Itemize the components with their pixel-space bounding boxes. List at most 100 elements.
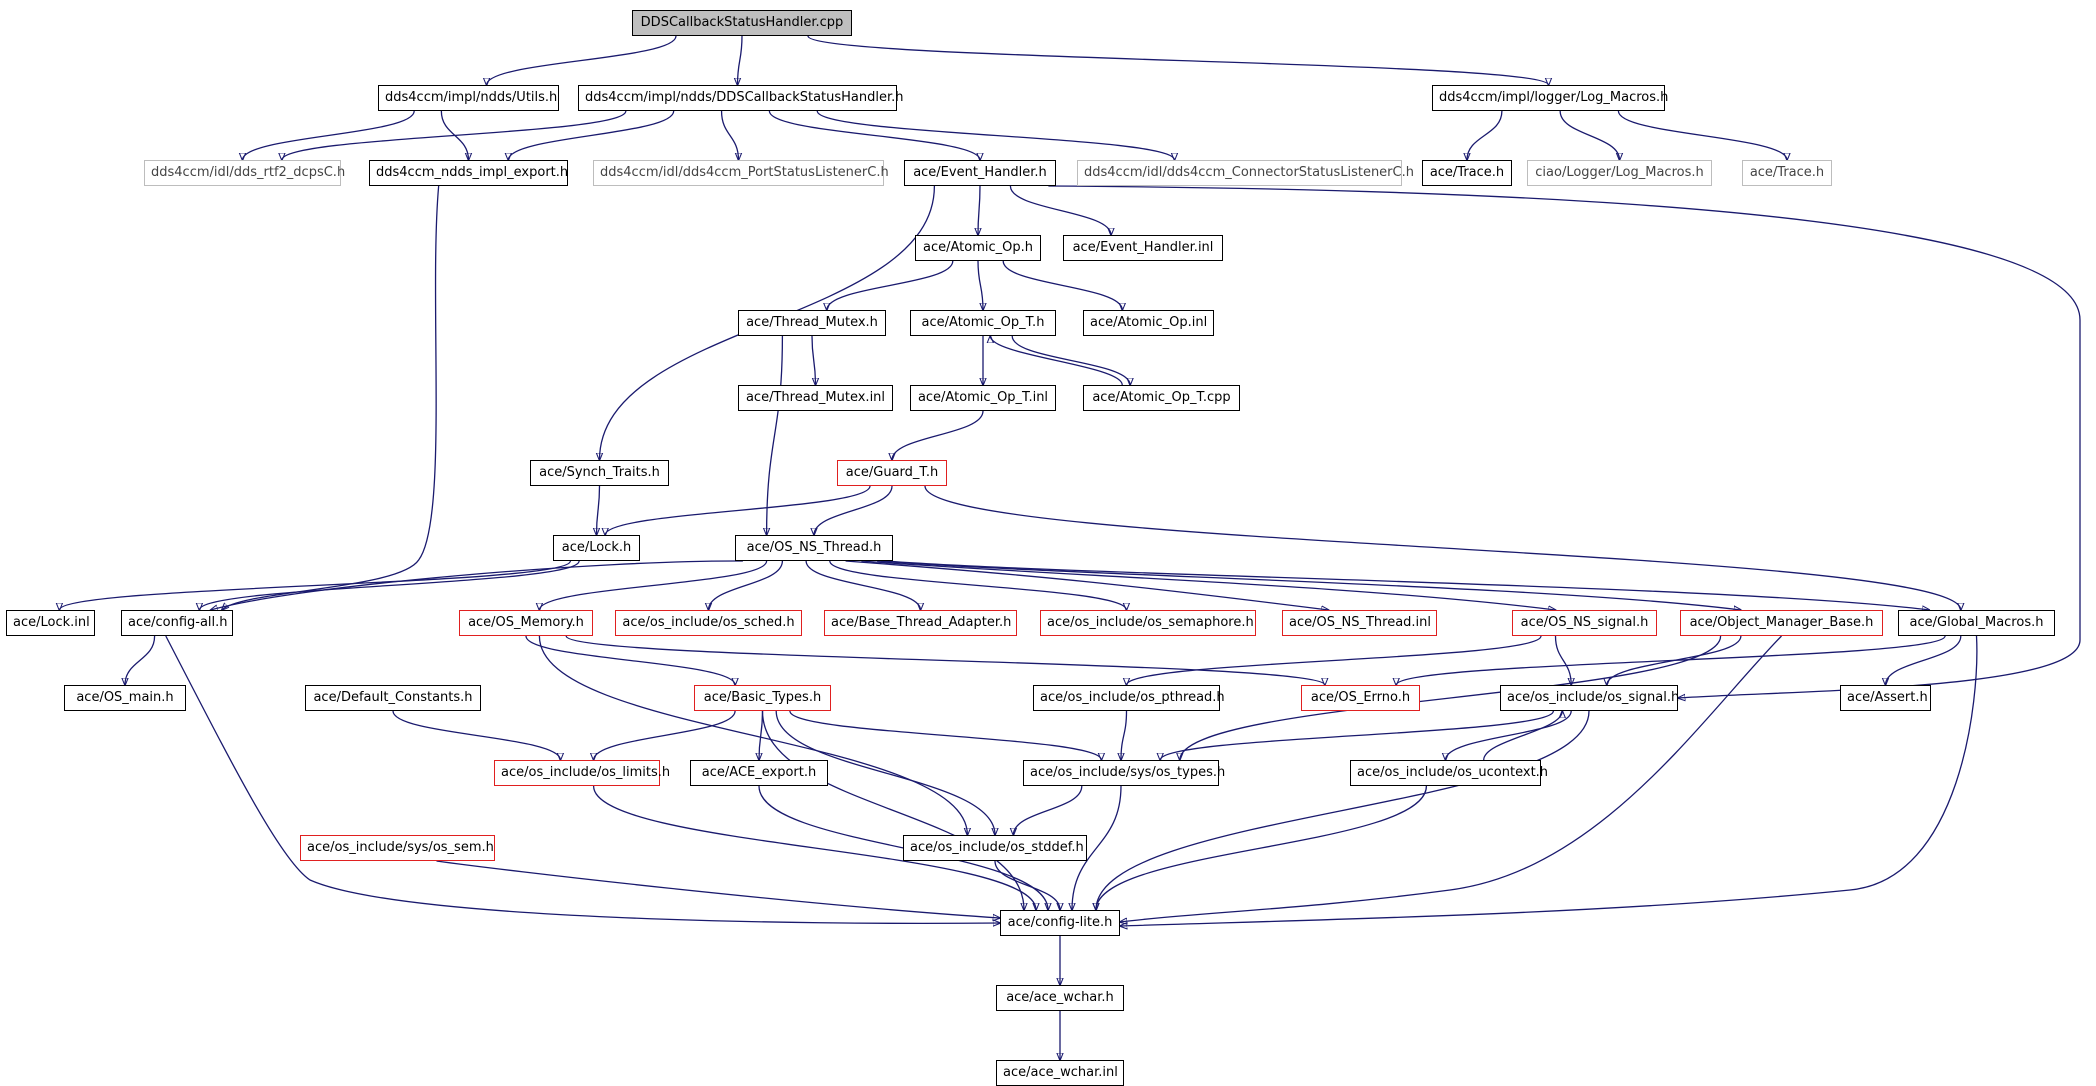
- edge-ucontext-to-ossig: [1483, 711, 1563, 761]
- node-sys-os-sem-h[interactable]: ace/os_include/sys/os_sem.h: [300, 835, 495, 861]
- edge-osmem-to-btypes: [525, 635, 735, 685]
- edge-utils-to-rtf2: [243, 110, 415, 160]
- node-os-ns-thread-h[interactable]: ace/OS_NS_Thread.h: [735, 535, 893, 561]
- edge-glob-to-assert: [1886, 635, 1962, 685]
- node-os-limits-h[interactable]: ace/os_include/os_limits.h: [494, 760, 670, 786]
- node-basic-types-h[interactable]: ace/Basic_Types.h: [694, 685, 831, 711]
- node-os-ns-thread-inl[interactable]: ace/OS_NS_Thread.inl: [1282, 610, 1437, 636]
- node-base-thread-adapter-h[interactable]: ace/Base_Thread_Adapter.h: [824, 610, 1017, 636]
- edge-evh-to-evhinl: [1009, 185, 1111, 235]
- node-lock-inl[interactable]: ace/Lock.inl: [6, 610, 95, 636]
- edge-ossig-to-cfglite: [1096, 710, 1590, 910]
- node-thread-mutex-inl[interactable]: ace/Thread_Mutex.inl: [738, 385, 893, 411]
- edge-btypes-to-stddef: [775, 710, 995, 835]
- node-guard-t-h[interactable]: ace/Guard_T.h: [837, 460, 947, 486]
- node-trace-h-missing[interactable]: ace/Trace.h: [1742, 160, 1832, 186]
- edge-ossig-to-ucontext: [1446, 710, 1572, 760]
- edge-lock-to-cfgall: [199, 560, 580, 610]
- node-synch-traits-h[interactable]: ace/Synch_Traits.h: [530, 460, 669, 486]
- node-os-pthread-h[interactable]: ace/os_include/os_pthread.h: [1033, 685, 1225, 711]
- node-event-handler-h[interactable]: ace/Event_Handler.h: [904, 160, 1056, 186]
- node-os-semaphore-h[interactable]: ace/os_include/os_semaphore.h: [1040, 610, 1256, 636]
- edge-dcsh-to-connsl: [816, 110, 1174, 160]
- node-config-lite-h[interactable]: ace/config-lite.h: [1000, 910, 1120, 936]
- edge-synch-to-lock: [597, 485, 600, 535]
- edge-atomtcpp-to-atomt: [990, 336, 1123, 386]
- edge-dcsh-to-evh: [768, 110, 980, 160]
- node-os-ucontext-h[interactable]: ace/os_include/os_ucontext.h: [1350, 760, 1548, 786]
- node-sys-os-types-h[interactable]: ace/os_include/sys/os_types.h: [1023, 760, 1225, 786]
- edge-btypes-to-cfglite: [761, 710, 1025, 910]
- edge-guard-to-glob: [924, 485, 1961, 610]
- node-config-all-h[interactable]: ace/config-all.h: [121, 610, 233, 636]
- edge-syssem-to-cfglite: [436, 860, 1001, 918]
- edge-guard-to-osns: [814, 485, 893, 535]
- node-os-errno-h[interactable]: ace/OS_Errno.h: [1301, 685, 1420, 711]
- edge-root-to-logm: [807, 35, 1549, 85]
- edge-root-to-dcsh: [738, 35, 743, 85]
- node-os-main-h[interactable]: ace/OS_main.h: [64, 685, 186, 711]
- node-global-macros-h[interactable]: ace/Global_Macros.h: [1898, 610, 2055, 636]
- edge-omb-to-cfglite: [1120, 635, 1782, 922]
- edge-glob-to-errno: [1396, 635, 1946, 685]
- node-os-memory-h[interactable]: ace/OS_Memory.h: [459, 610, 593, 636]
- edge-atom-to-thrmtx: [827, 260, 954, 310]
- edge-thrmtx-to-osns: [767, 335, 784, 535]
- node-atomic-op-inl[interactable]: ace/Atomic_Op.inl: [1083, 310, 1214, 336]
- edge-glob-to-cfglite: [1120, 635, 1978, 926]
- node-ace-wchar-h[interactable]: ace/ace_wchar.h: [996, 985, 1124, 1011]
- node-assert-h[interactable]: ace/Assert.h: [1840, 685, 1931, 711]
- edge-osns-to-sig: [861, 560, 1555, 610]
- edge-btypes-to-systypes: [789, 710, 1102, 760]
- node-os-signal-h[interactable]: ace/os_include/os_signal.h: [1500, 685, 1679, 711]
- node-default-constants-h[interactable]: ace/Default_Constants.h: [305, 685, 481, 711]
- node-atomic-op-t-cpp[interactable]: ace/Atomic_Op_T.cpp: [1083, 385, 1240, 411]
- node-lock-h[interactable]: ace/Lock.h: [553, 535, 640, 561]
- edge-atom-to-atominl: [1002, 260, 1122, 310]
- node-atomic-op-t-inl[interactable]: ace/Atomic_Op_T.inl: [910, 385, 1056, 411]
- edge-osns-to-glob: [885, 560, 1929, 610]
- edge-btypes-to-limits: [594, 710, 736, 760]
- edge-osns-to-sched: [709, 560, 784, 610]
- edge-evh-to-atom: [978, 185, 980, 235]
- edge-stddef-to-cfglite: [994, 860, 1060, 910]
- node-log-macros-h[interactable]: dds4ccm/impl/logger/Log_Macros.h: [1432, 85, 1668, 111]
- node-trace-h[interactable]: ace/Trace.h: [1422, 160, 1512, 186]
- edge-dcsh-to-nddsexp: [508, 110, 675, 160]
- edge-osns-to-bta: [805, 560, 920, 610]
- node-os-stddef-h[interactable]: ace/os_include/os_stddef.h: [903, 835, 1087, 861]
- node-object-manager-base-h[interactable]: ace/Object_Manager_Base.h: [1680, 610, 1883, 636]
- edge-root-to-utils: [487, 35, 677, 85]
- node-ace-export-h[interactable]: ace/ACE_export.h: [690, 760, 828, 786]
- node-connectorstatuslistenerc-h[interactable]: dds4ccm/idl/dds4ccm_ConnectorStatusListe…: [1077, 160, 1414, 186]
- node-ndds-impl-export-h[interactable]: dds4ccm_ndds_impl_export.h: [369, 160, 568, 186]
- node-thread-mutex-h[interactable]: ace/Thread_Mutex.h: [738, 310, 886, 336]
- node-dds-rtf2-dcpsc-h[interactable]: dds4ccm/idl/dds_rtf2_dcpsC.h: [144, 160, 345, 186]
- node-utils-h[interactable]: dds4ccm/impl/ndds/Utils.h: [378, 85, 559, 111]
- edge-osns-to-osmem: [539, 560, 768, 610]
- edge-logm-to-trace1: [1467, 110, 1503, 160]
- edge-thrmtx-to-thrmtxinl: [811, 335, 816, 385]
- edge-defc-to-limits: [392, 710, 560, 760]
- edge-osmem-to-stddef: [538, 635, 967, 835]
- node-ace-wchar-inl[interactable]: ace/ace_wchar.inl: [996, 1060, 1124, 1086]
- node-os-ns-signal-h[interactable]: ace/OS_NS_signal.h: [1512, 610, 1657, 636]
- edge-atomtinl-to-guard: [892, 410, 984, 460]
- edge-atomt-to-atomtcpp: [1011, 335, 1130, 385]
- edge-osns-to-cfgall: [211, 560, 743, 610]
- edge-dcsh-to-rtf2: [282, 110, 627, 160]
- node-atomic-op-t-h[interactable]: ace/Atomic_Op_T.h: [910, 310, 1056, 336]
- edge-btypes-to-aceexp: [759, 710, 764, 760]
- edge-ucontext-to-cfglite: [1096, 785, 1428, 910]
- node-portstatuslistenerc-h[interactable]: dds4ccm/idl/dds4ccm_PortStatusListenerC.…: [593, 160, 889, 186]
- node-ciao-log-macros-h[interactable]: ciao/Logger/Log_Macros.h: [1527, 160, 1712, 186]
- node-os-sched-h[interactable]: ace/os_include/os_sched.h: [615, 610, 802, 636]
- node-event-handler-inl[interactable]: ace/Event_Handler.inl: [1063, 235, 1223, 261]
- edge-sig-to-pthr: [1127, 635, 1542, 685]
- edge-systypes-to-cfglite: [1072, 785, 1122, 910]
- node-ddscallbackstatushandler-cpp[interactable]: DDSCallbackStatusHandler.cpp: [632, 10, 852, 36]
- node-ddscallbackstatushandler-h[interactable]: dds4ccm/impl/ndds/DDSCallbackStatusHandl…: [578, 85, 904, 111]
- node-atomic-op-h[interactable]: ace/Atomic_Op.h: [915, 235, 1041, 261]
